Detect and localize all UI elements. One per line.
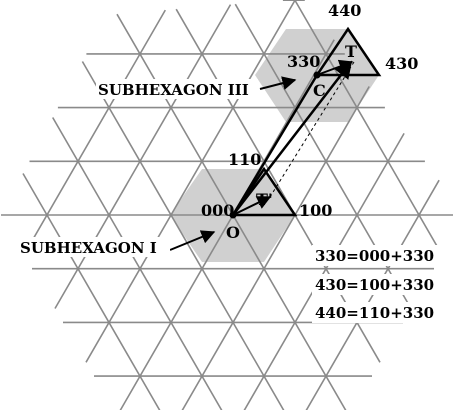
grid-line-diagonal (85, 0, 297, 363)
vector-t-prime (232, 196, 272, 216)
equation-2: 430=100+330 (315, 276, 434, 294)
label-layer: 440 330 T 430 C SUBHEXAGON III 110 000 T… (18, 1, 449, 323)
point-c (313, 71, 321, 79)
dashed-projection (269, 61, 355, 198)
pointer-subhexagon-one (169, 230, 216, 251)
label-100: 100 (299, 201, 332, 220)
grid-line-diagonal (23, 9, 166, 256)
label-440: 440 (328, 1, 361, 20)
label-bg-equation-2 (312, 274, 449, 295)
label-bg-subhexagon-three (96, 79, 258, 99)
equation-1: 330=000+330 (315, 247, 434, 265)
pointer-subhexagon-three (259, 76, 297, 90)
vector-c-to-t (316, 59, 354, 76)
label-430: 430 (385, 54, 418, 73)
label-o: O (226, 223, 240, 242)
label-t-prime: T' (256, 190, 273, 209)
grid-line-diagonal (119, 39, 335, 410)
grid-line-diagonal (22, 173, 161, 410)
label-330: 330 (287, 52, 320, 71)
vector-t (232, 60, 353, 216)
label-subhexagon-three: SUBHEXAGON III (98, 81, 249, 99)
label-110: 110 (228, 150, 261, 169)
grid-line-diagonal (181, 86, 370, 410)
label-bg-440 (326, 1, 361, 19)
label-bg-equation-1 (312, 245, 449, 266)
label-subhexagon-one: SUBHEXAGON I (20, 239, 157, 257)
grid-line-diagonal (81, 61, 285, 410)
vector-o-to-c (231, 74, 319, 216)
point-o (229, 211, 237, 219)
grid-line-diagonal (305, 179, 440, 410)
label-bg-subhexagon-one (18, 237, 170, 257)
label-bg-equation-3 (312, 302, 449, 323)
grid-line-diagonal (293, 0, 443, 256)
label-t: T (345, 42, 357, 61)
grid-line-diagonal (54, 4, 232, 309)
grid-line-diagonal (52, 117, 223, 410)
vector-layer (169, 26, 382, 251)
label-c: C (313, 81, 326, 100)
label-000: 000 (201, 201, 234, 220)
triangle-o-100-110 (230, 166, 298, 217)
equation-3: 440=110+330 (315, 304, 434, 322)
